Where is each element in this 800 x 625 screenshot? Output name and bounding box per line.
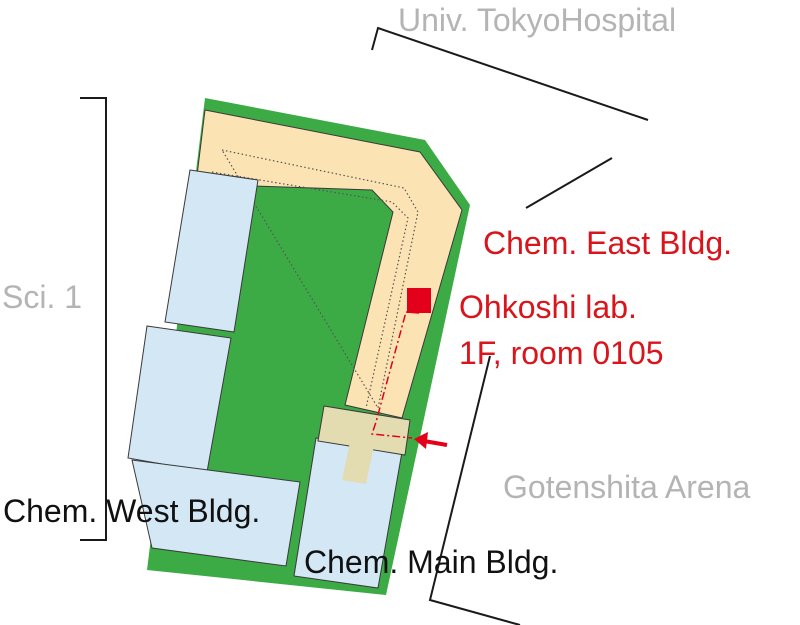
chem-west-building-lower xyxy=(131,459,301,567)
label-arena: Gotenshita Arena xyxy=(503,469,750,505)
sci1-building-upper xyxy=(164,169,259,333)
label-main-bldg: Chem. Main Bldg. xyxy=(304,544,558,580)
entrance-arrow-icon xyxy=(414,432,448,449)
label-lab-name: Ohkoshi lab. xyxy=(459,289,637,325)
road-line-east xyxy=(525,157,613,209)
label-sci1: Sci. 1 xyxy=(2,279,82,315)
entrance-passage xyxy=(342,442,374,484)
label-hospital: Univ. TokyoHospital xyxy=(398,2,676,38)
ohkoshi-lab-room-marker[interactable] xyxy=(407,288,431,313)
entrance-hall xyxy=(317,405,411,456)
road-line-hospital xyxy=(371,26,649,121)
road-line-arena xyxy=(428,355,521,625)
label-west-bldg: Chem. West Bldg. xyxy=(3,493,260,529)
road-line-sci1 xyxy=(80,97,107,541)
label-lab-room: 1F, room 0105 xyxy=(459,335,664,371)
label-east-bldg: Chem. East Bldg. xyxy=(483,225,732,261)
